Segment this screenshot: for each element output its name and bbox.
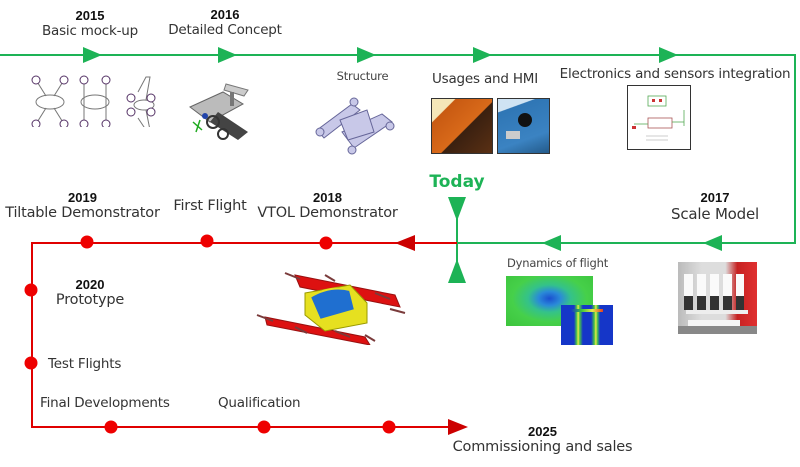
milestone-2015: 2015 Basic mock-up: [40, 8, 140, 39]
milestone-dot-2019: [80, 235, 94, 249]
milestone-2017: 2017 Scale Model: [660, 190, 770, 223]
milestone-dot-first-flight: [200, 234, 214, 248]
milestone-dynamics: Dynamics of flight: [506, 256, 609, 270]
arrow-right-icon: [659, 47, 678, 63]
arrow-left-icon: [395, 235, 415, 251]
milestone-dot-commissioning: [382, 420, 396, 434]
milestone-first-flight: First Flight: [173, 198, 247, 214]
milestone-year: 2020: [75, 277, 105, 292]
milestone-label: Tiltable Demonstrator: [5, 205, 160, 221]
basic-mockup-sketches-image: [31, 75, 156, 127]
milestone-year: 2017: [700, 190, 730, 205]
milestone-dot-2018: [319, 236, 333, 250]
structure-image: [315, 97, 395, 155]
arrow-left-icon: [542, 235, 561, 251]
future-track-line: [31, 242, 457, 428]
milestone-qualification: Qualification: [218, 395, 301, 411]
today-up-triangle-icon: [448, 259, 466, 283]
arrow-right-icon: [473, 47, 492, 63]
milestone-2025: 2025 Commissioning and sales: [450, 424, 635, 455]
milestone-2018: 2018 VTOL Demonstrator: [255, 190, 400, 221]
milestone-dot-qualification: [257, 420, 271, 434]
arrow-right-icon: [448, 419, 468, 435]
milestone-structure: Structure: [336, 69, 389, 83]
milestone-dot-test-flights: [24, 356, 38, 370]
milestone-label: Detailed Concept: [168, 22, 282, 38]
milestone-label: Basic mock-up: [41, 23, 139, 39]
hmi-cockpit-image: [497, 98, 550, 154]
milestone-final-developments: Final Developments: [40, 395, 170, 411]
milestone-electronics: Electronics and sensors integration: [559, 66, 791, 82]
today-down-triangle-icon: [448, 197, 466, 221]
scale-model-photo: [678, 262, 757, 334]
electronics-schematic-image: [627, 85, 691, 150]
milestone-label: Prototype: [55, 292, 125, 308]
milestone-year: 2018: [313, 190, 342, 205]
milestone-test-flights: Test Flights: [48, 356, 122, 372]
cfd-simulation-image-2: [561, 305, 613, 345]
milestone-label: VTOL Demonstrator: [257, 205, 398, 221]
milestone-usages-hmi: Usages and HMI: [431, 71, 539, 87]
milestone-year: 2025: [528, 424, 557, 439]
milestone-2019: 2019 Tiltable Demonstrator: [5, 190, 160, 221]
arrow-right-icon: [218, 47, 237, 63]
milestone-label: Commissioning and sales: [452, 439, 633, 455]
hmi-seats-image: [431, 98, 493, 154]
milestone-2020: 2020 Prototype: [50, 277, 130, 308]
arrow-left-icon: [703, 235, 722, 251]
milestone-dot-2020: [24, 283, 38, 297]
past-track-line: [0, 54, 796, 244]
vtol-demonstrator-image: [256, 272, 406, 345]
today-label: Today: [429, 172, 485, 192]
milestone-year: 2019: [68, 190, 97, 205]
arrow-right-icon: [83, 47, 102, 63]
milestone-dot-final-developments: [104, 420, 118, 434]
milestone-year: 2016: [210, 7, 240, 22]
detailed-concept-image: [189, 83, 249, 140]
arrow-right-icon: [357, 47, 376, 63]
milestone-2016: 2016 Detailed Concept: [165, 7, 285, 38]
milestone-label: Scale Model: [671, 205, 759, 223]
milestone-year: 2015: [75, 8, 105, 23]
